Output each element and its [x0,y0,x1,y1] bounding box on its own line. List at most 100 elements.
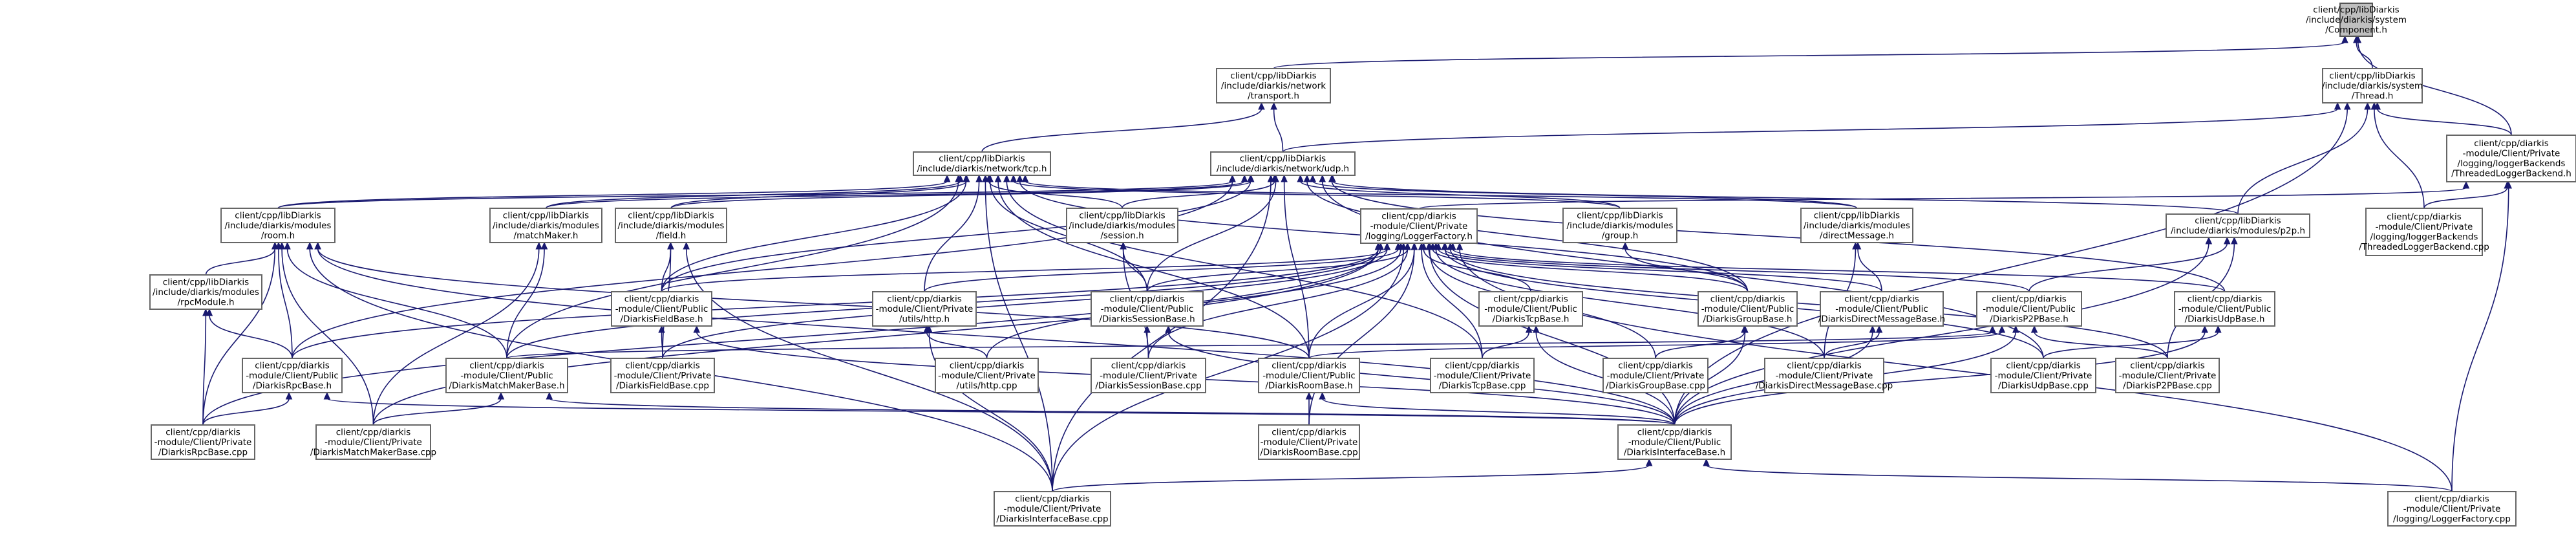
node-http_cpp[interactable]: client/cpp/diarkis-module/Client/Private… [935,358,1039,393]
node-groupbase_h[interactable]: client/cpp/diarkis-module/Client/Public/… [1698,291,1798,327]
node-box-room_h [220,208,335,243]
node-box-transport [1216,68,1331,103]
arrowhead-sessionbase_h-to-ifbase_h [1165,325,1172,333]
node-box-dmbase_cpp [1764,358,1884,393]
node-label-line: /include/diarkis/modules [1567,221,1674,231]
node-label-line: /DiarkisP2PBase.h [1990,314,2069,324]
node-roombase_h[interactable]: client/cpp/diarkis-module/Client/Public/… [1258,358,1360,393]
node-box-component [2339,3,2373,37]
node-box-roombase_h [1258,358,1360,393]
node-transport[interactable]: client/cpp/libDiarkis/include/diarkis/ne… [1216,68,1331,103]
node-label-line: /include/diarkis/modules [153,287,259,298]
arrowhead-group_h-to-groupbase_h [1621,241,1629,250]
node-tlbackend_h[interactable]: client/cpp/diarkis-module/Client/Private… [2446,135,2576,182]
node-label-line: -module/Client/Private [1100,371,1197,381]
arrowhead-tcp-to-tcpbase_cpp [1003,174,1010,182]
node-box-p2pbase_cpp [2115,358,2220,393]
node-label-line: -module/Client/Private [325,437,422,448]
node-label-line: client/cpp/libDiarkis [235,210,321,221]
node-loggerfactory_h[interactable]: client/cpp/diarkis-module/Client/Private… [1360,208,1478,244]
node-sessionbase_h[interactable]: client/cpp/diarkis-module/Client/Public/… [1091,291,1204,327]
node-tcpbase_h[interactable]: client/cpp/diarkis-module/Client/Public/… [1478,291,1583,327]
node-box-session_h [1066,208,1178,243]
node-room_h[interactable]: client/cpp/libDiarkis/include/diarkis/mo… [220,208,335,243]
node-label-line: /ThreadedLoggerBackend.cpp [2359,242,2489,252]
arrowhead-field_h-to-fieldbase_cpp [667,241,674,250]
node-udp[interactable]: client/cpp/libDiarkis/include/diarkis/ne… [1210,151,1356,176]
edge-tcp-to-session_h [988,180,1123,209]
node-ifbase_cpp[interactable]: client/cpp/diarkis-module/Client/Private… [994,491,1111,527]
node-tcp[interactable]: client/cpp/libDiarkis/include/diarkis/ne… [913,151,1051,176]
arrowhead-dm_h-to-dmbase_cpp [1852,241,1859,250]
node-http_h[interactable]: client/cpp/diarkis-module/Client/Private… [872,291,977,327]
arrowhead-component-to-transport [2341,35,2348,43]
node-label-line: client/cpp/diarkis [1015,494,1089,504]
edge-thread-to-tlbackend_cpp [2374,108,2425,209]
node-session_h[interactable]: client/cpp/libDiarkis/include/diarkis/mo… [1066,208,1178,243]
node-box-udp [1210,151,1356,176]
node-group_h[interactable]: client/cpp/libDiarkis/include/diarkis/mo… [1562,208,1677,243]
node-box-groupbase_cpp [1602,358,1708,393]
node-label-line: /DiarkisInterfaceBase.h [1624,447,1725,457]
node-label-line: /include/diarkis/modules/p2p.h [2171,226,2305,236]
node-p2p_h[interactable]: client/cpp/libDiarkis/include/diarkis/mo… [2166,213,2310,238]
node-rpcmodule_h[interactable]: client/cpp/libDiarkis/include/diarkis/mo… [149,274,262,310]
node-box-http_cpp [935,358,1039,393]
node-label-line: /ThreadedLoggerBackend.h [2451,169,2571,179]
edge-component-to-transport [1273,41,2346,69]
node-p2pbase_h[interactable]: client/cpp/diarkis-module/Client/Public/… [1976,291,2082,327]
node-roombase_cpp[interactable]: client/cpp/diarkis-module/Client/Private… [1258,424,1360,460]
edge-tcp-to-ifbase_cpp [985,180,1053,492]
arrowhead-tlbackend_h-to-loggerfactory_cpp [2505,180,2512,189]
node-dm_h[interactable]: client/cpp/libDiarkis/include/diarkis/mo… [1800,208,1913,243]
node-sessionbase_cpp[interactable]: client/cpp/diarkis-module/Client/Private… [1091,358,1206,393]
node-box-http_h [872,291,977,327]
node-mmbase_cpp[interactable]: client/cpp/diarkis-module/Client/Private… [310,424,436,460]
node-label-line: /DiarkisFieldBase.cpp [616,380,709,391]
node-ifbase_h[interactable]: client/cpp/diarkis-module/Client/Public/… [1617,424,1732,460]
node-dmbase_cpp[interactable]: client/cpp/diarkis-module/Client/Private… [1756,358,1893,393]
node-label-line: client/cpp/diarkis [1111,360,1186,371]
node-label-line: -module/Client/Private [2119,371,2217,381]
node-label-line: /include/diarkis/system [2306,15,2407,25]
node-groupbase_cpp[interactable]: client/cpp/diarkis-module/Client/Private… [1602,358,1708,393]
node-fieldbase_cpp[interactable]: client/cpp/diarkis-module/Client/Private… [610,358,715,393]
node-box-loggerfactory_cpp [2387,491,2517,527]
node-rpcbase_cpp[interactable]: client/cpp/diarkis-module/Client/Private… [151,424,255,460]
node-box-mmbase_h [445,358,568,393]
node-label-line: /DiarkisUdpBase.cpp [1998,380,2089,391]
arrowhead-tcp-to-ifbase_cpp [982,174,989,182]
node-fieldbase_h[interactable]: client/cpp/diarkis-module/Client/Public/… [611,291,712,327]
node-component: client/cpp/libDiarkis/include/diarkis/sy… [2306,3,2407,37]
node-label-line: /include/diarkis/modules [225,221,332,231]
edge-transport-to-udp [1273,108,1284,153]
node-dmbase_h[interactable]: client/cpp/diarkis-module/Client/Public/… [1818,291,1945,327]
node-label-line: -module/Client/Private [2403,504,2501,514]
arrowhead-transport-to-tcp [1258,102,1265,110]
node-udpbase_cpp[interactable]: client/cpp/diarkis-module/Client/Private… [1990,358,2096,393]
node-loggerfactory_cpp[interactable]: client/cpp/diarkis-module/Client/Private… [2387,491,2517,527]
node-udpbase_h[interactable]: client/cpp/diarkis-module/Client/Public/… [2174,291,2275,327]
node-label-line: /DiarkisGroupBase.cpp [1606,380,1705,391]
arrowhead-roombase_h-to-roombase_cpp [1305,391,1313,400]
node-tcpbase_cpp[interactable]: client/cpp/diarkis-module/Client/Private… [1430,358,1535,393]
node-field_h[interactable]: client/cpp/libDiarkis/include/diarkis/mo… [615,208,727,243]
node-rpcbase_h[interactable]: client/cpp/diarkis-module/Client/Public/… [242,358,343,393]
node-mmbase_h[interactable]: client/cpp/diarkis-module/Client/Public/… [445,358,568,393]
node-box-tcp [913,151,1051,176]
node-tlbackend_cpp[interactable]: client/cpp/diarkis-module/Client/Private… [2359,208,2489,256]
edge-thread-to-tlbackend_h [2376,108,2512,136]
node-label-line: -module/Client/Public [1628,437,1721,448]
node-label-line: -module/Client/Private [614,371,712,381]
node-label-line: client/cpp/diarkis [1844,294,1919,304]
node-box-rpcmodule_h [149,274,262,310]
edge-groupbase_h-to-groupbase_cpp [1655,331,1745,359]
node-matchmaker_h[interactable]: client/cpp/libDiarkis/include/diarkis/mo… [489,208,602,243]
node-thread[interactable]: client/cpp/libDiarkis/include/diarkis/sy… [2322,68,2423,103]
arrowhead-mmbase_h-to-mmbase_cpp [497,391,505,400]
edge-udp-to-fieldbase_h [661,180,1251,292]
node-p2pbase_cpp[interactable]: client/cpp/diarkis-module/Client/Private… [2115,358,2220,393]
edge-udpbase_h-to-ifbase_h [1674,331,2206,426]
edge-tcp-to-room_h [277,180,948,209]
arrowhead-room_h-to-mmbase_cpp [278,241,286,250]
